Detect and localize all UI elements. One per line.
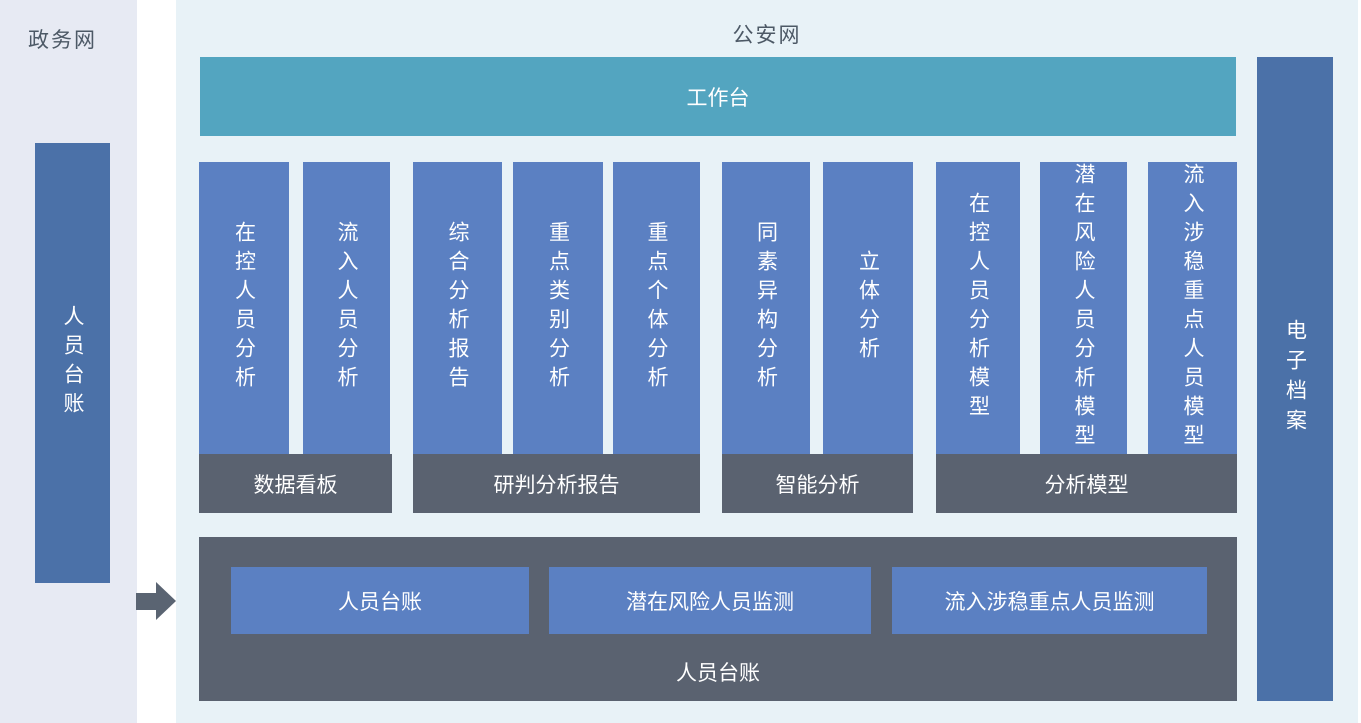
arrow-head (156, 582, 176, 620)
module-bar: 在控人员分析 (199, 162, 289, 454)
module-bar-label: 重点个体分析 (645, 221, 668, 395)
module-bar: 重点个体分析 (613, 162, 700, 454)
module-bar-label: 综合分析报告 (446, 221, 469, 395)
police-network-title: 公安网 (732, 24, 802, 47)
arrow-shaft (136, 593, 156, 610)
module-bar-label: 在控人员分析 (232, 221, 256, 395)
module-bar-label: 流入涉稳重点人员模型 (1181, 163, 1204, 453)
group-label-analysis-report: 研判分析报告 (413, 454, 700, 513)
module-bar: 流入人员分析 (303, 162, 390, 454)
ledger-module-button: 人员台账 (231, 567, 529, 634)
module-bar-label: 在控人员分析模型 (966, 192, 990, 424)
group-label-text: 分析模型 (1044, 473, 1129, 497)
gov-personnel-ledger-label: 人员台账 (61, 305, 84, 421)
flow-right-arrow-icon (136, 582, 176, 620)
gov-personnel-ledger-bar: 人员台账 (35, 143, 110, 583)
risk-monitor-module-label: 潜在风险人员监测 (626, 590, 794, 614)
group-label-text: 研判分析报告 (493, 473, 620, 497)
module-bar: 重点类别分析 (513, 162, 603, 454)
module-bar-label: 重点类别分析 (546, 221, 570, 395)
workbench-bar: 工作台 (200, 57, 1236, 136)
module-bar: 同素异构分析 (722, 162, 810, 454)
e-archive-bar: 电子档案 (1257, 57, 1333, 701)
group-label-intelligent-analysis: 智能分析 (722, 454, 913, 513)
module-bar: 流入涉稳重点人员模型 (1148, 162, 1237, 454)
group-label-text: 智能分析 (775, 473, 860, 497)
personnel-ledger-panel: 人员台账 潜在风险人员监测 流入涉稳重点人员监测 人员台账 (199, 537, 1237, 701)
inflow-monitor-module-button: 流入涉稳重点人员监测 (892, 567, 1207, 634)
workbench-label: 工作台 (686, 86, 750, 110)
module-bar-label: 流入人员分析 (335, 221, 358, 395)
group-label-text: 数据看板 (253, 473, 338, 497)
risk-monitor-module-button: 潜在风险人员监测 (549, 567, 871, 634)
gov-network-title: 政务网 (28, 29, 97, 52)
e-archive-label: 电子档案 (1283, 319, 1307, 439)
module-bar: 综合分析报告 (413, 162, 502, 454)
inflow-monitor-module-label: 流入涉稳重点人员监测 (944, 590, 1155, 614)
group-label-data-dashboard: 数据看板 (199, 454, 392, 513)
personnel-ledger-panel-label: 人员台账 (676, 662, 760, 685)
module-bar-label: 潜在风险人员分析模型 (1072, 163, 1095, 453)
module-bar: 在控人员分析模型 (936, 162, 1020, 454)
module-bar-label: 立体分析 (856, 250, 880, 366)
ledger-module-label: 人员台账 (338, 590, 422, 614)
group-label-analysis-model: 分析模型 (936, 454, 1237, 513)
module-bar: 潜在风险人员分析模型 (1040, 162, 1127, 454)
module-bar-label: 同素异构分析 (754, 221, 778, 395)
module-bar: 立体分析 (823, 162, 913, 454)
